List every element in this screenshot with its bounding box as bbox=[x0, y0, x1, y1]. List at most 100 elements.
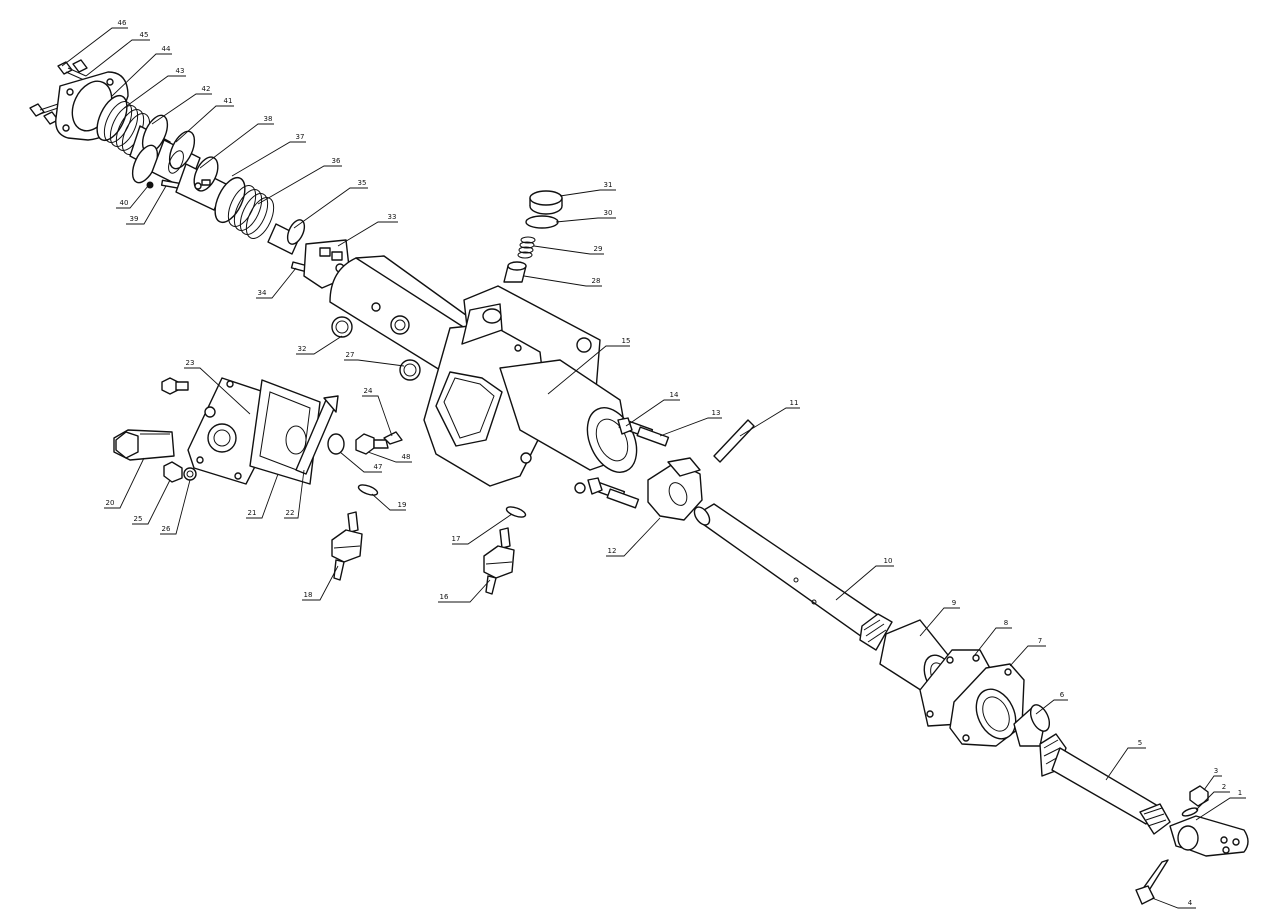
svg-text:46: 46 bbox=[118, 19, 127, 27]
part-12-fork bbox=[647, 457, 703, 521]
callout-16: 16 bbox=[438, 579, 491, 603]
svg-text:18: 18 bbox=[304, 591, 313, 599]
svg-text:22: 22 bbox=[286, 509, 295, 517]
svg-text:28: 28 bbox=[592, 277, 601, 285]
svg-text:15: 15 bbox=[622, 337, 631, 345]
svg-text:13: 13 bbox=[712, 409, 721, 417]
svg-text:2: 2 bbox=[1222, 783, 1226, 791]
svg-text:27: 27 bbox=[346, 351, 355, 359]
part-28-plunger bbox=[503, 261, 527, 283]
svg-text:6: 6 bbox=[1060, 691, 1065, 699]
part-5-output-shaft bbox=[1039, 733, 1171, 835]
svg-text:44: 44 bbox=[162, 45, 171, 53]
callout-2: 2 bbox=[1195, 783, 1230, 811]
svg-text:39: 39 bbox=[130, 215, 139, 223]
part-13-bolts bbox=[606, 426, 670, 509]
callout-11: 11 bbox=[739, 399, 800, 437]
part-16-valve bbox=[483, 527, 515, 595]
part-22-lever bbox=[295, 395, 339, 475]
callout-40: 40 bbox=[116, 185, 149, 209]
callout-37: 37 bbox=[231, 133, 306, 177]
part-19-o-ring bbox=[357, 484, 379, 496]
svg-text:33: 33 bbox=[388, 213, 397, 221]
callout-26: 26 bbox=[160, 479, 191, 535]
callout-41: 41 bbox=[175, 97, 234, 143]
callout-42: 42 bbox=[151, 85, 212, 125]
svg-text:21: 21 bbox=[248, 509, 257, 517]
callout-48: 48 bbox=[367, 451, 412, 463]
callout-45: 45 bbox=[85, 31, 150, 77]
svg-text:29: 29 bbox=[594, 245, 603, 253]
part-31-cap bbox=[529, 190, 563, 215]
part-35-bushing bbox=[267, 219, 306, 255]
svg-text:40: 40 bbox=[120, 199, 129, 207]
svg-text:9: 9 bbox=[952, 599, 956, 607]
callout-33: 33 bbox=[337, 213, 398, 247]
svg-text:30: 30 bbox=[604, 209, 613, 217]
svg-text:32: 32 bbox=[298, 345, 307, 353]
callout-47: 47 bbox=[339, 451, 383, 473]
part-21-gasket bbox=[249, 379, 321, 485]
callout-25: 25 bbox=[132, 479, 171, 525]
callout-23: 23 bbox=[184, 359, 251, 415]
callout-46: 46 bbox=[61, 19, 128, 67]
part-24-key bbox=[383, 431, 403, 445]
part-17-o-ring bbox=[505, 506, 527, 518]
svg-text:31: 31 bbox=[604, 181, 613, 189]
part-1-pitman-arm bbox=[1169, 815, 1249, 857]
callout-39: 39 bbox=[126, 185, 167, 225]
svg-text:26: 26 bbox=[162, 525, 171, 533]
part-15-main-housing bbox=[329, 255, 638, 494]
callout-32: 32 bbox=[296, 335, 343, 355]
svg-text:23: 23 bbox=[186, 359, 195, 367]
part-4-bolt bbox=[1135, 859, 1169, 905]
callout-4: 4 bbox=[1151, 897, 1196, 909]
part-37-ring bbox=[214, 176, 246, 224]
callout-21: 21 bbox=[246, 473, 279, 519]
svg-text:35: 35 bbox=[358, 179, 367, 187]
callout-9: 9 bbox=[919, 599, 960, 637]
svg-text:47: 47 bbox=[374, 463, 383, 471]
callout-17: 17 bbox=[452, 513, 513, 545]
part-30-washer bbox=[525, 215, 559, 229]
svg-text:20: 20 bbox=[106, 499, 115, 507]
svg-text:11: 11 bbox=[790, 399, 799, 407]
svg-text:5: 5 bbox=[1138, 739, 1142, 747]
part-11-pin bbox=[713, 419, 755, 463]
svg-text:12: 12 bbox=[608, 547, 617, 555]
part-7-bearing-housing bbox=[949, 663, 1025, 747]
part-38-sleeve bbox=[175, 156, 227, 211]
svg-text:25: 25 bbox=[134, 515, 143, 523]
svg-text:4: 4 bbox=[1188, 899, 1193, 907]
part-47-washer bbox=[327, 433, 345, 455]
callout-28: 28 bbox=[523, 275, 602, 287]
callout-8: 8 bbox=[973, 619, 1012, 657]
svg-text:45: 45 bbox=[140, 31, 149, 39]
callout-35: 35 bbox=[293, 179, 368, 229]
svg-text:16: 16 bbox=[440, 593, 449, 601]
part-10-shaft bbox=[693, 503, 893, 651]
assembly-parts bbox=[29, 59, 1249, 905]
callout-27: 27 bbox=[344, 351, 405, 367]
callout-30: 30 bbox=[555, 209, 616, 223]
svg-text:1: 1 bbox=[1238, 789, 1242, 797]
callout-31: 31 bbox=[559, 181, 616, 197]
svg-text:41: 41 bbox=[224, 97, 233, 105]
callout-19: 19 bbox=[371, 493, 407, 511]
part-18-valve bbox=[331, 511, 363, 581]
svg-text:43: 43 bbox=[176, 67, 185, 75]
part-29-spring bbox=[517, 236, 536, 259]
callout-29: 29 bbox=[533, 245, 604, 255]
svg-text:42: 42 bbox=[202, 85, 211, 93]
part-3-nut bbox=[1189, 785, 1209, 807]
svg-text:19: 19 bbox=[398, 501, 407, 509]
svg-text:3: 3 bbox=[1214, 767, 1218, 775]
callout-3: 3 bbox=[1203, 767, 1222, 791]
svg-text:48: 48 bbox=[402, 453, 411, 461]
callout-34: 34 bbox=[256, 267, 297, 299]
callout-5: 5 bbox=[1105, 739, 1146, 781]
svg-text:10: 10 bbox=[884, 557, 893, 565]
svg-text:24: 24 bbox=[364, 387, 373, 395]
callout-13: 13 bbox=[659, 409, 722, 437]
part-32-plug bbox=[331, 316, 353, 338]
